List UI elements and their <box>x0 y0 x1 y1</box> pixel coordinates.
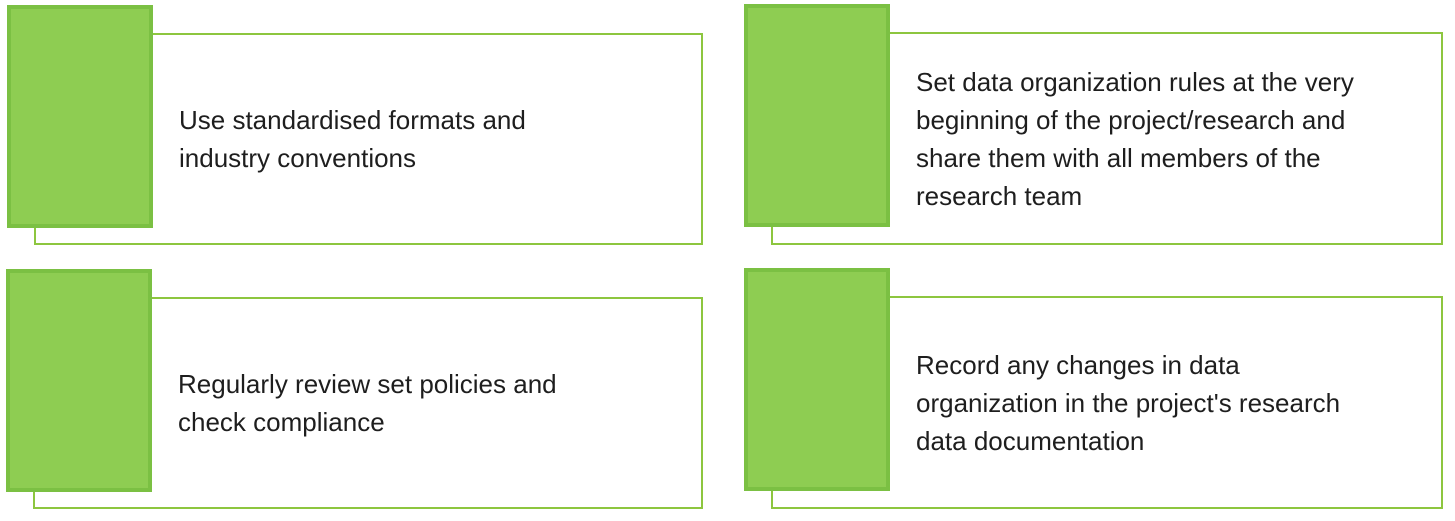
card-bottom-left-text: Regularly review set policies and check … <box>178 369 557 437</box>
card-bottom-right: Record any changes in data organization … <box>744 268 1443 509</box>
card-top-left: Use standardised formats and industry co… <box>7 5 703 245</box>
card-bottom-right-green-accent-square <box>744 268 890 491</box>
card-bottom-left-green-accent-square <box>6 269 152 492</box>
card-bottom-right-text: Record any changes in data organization … <box>916 349 1341 456</box>
card-top-left-text: Use standardised formats and industry co… <box>179 105 526 173</box>
card-top-right-green-accent-square <box>744 4 890 227</box>
card-top-right-text: Set data organization rules at the very … <box>916 66 1354 211</box>
card-bottom-left: Regularly review set policies and check … <box>6 269 703 509</box>
card-top-left-green-accent-square <box>7 5 153 228</box>
card-top-right: Set data organization rules at the very … <box>744 4 1443 245</box>
